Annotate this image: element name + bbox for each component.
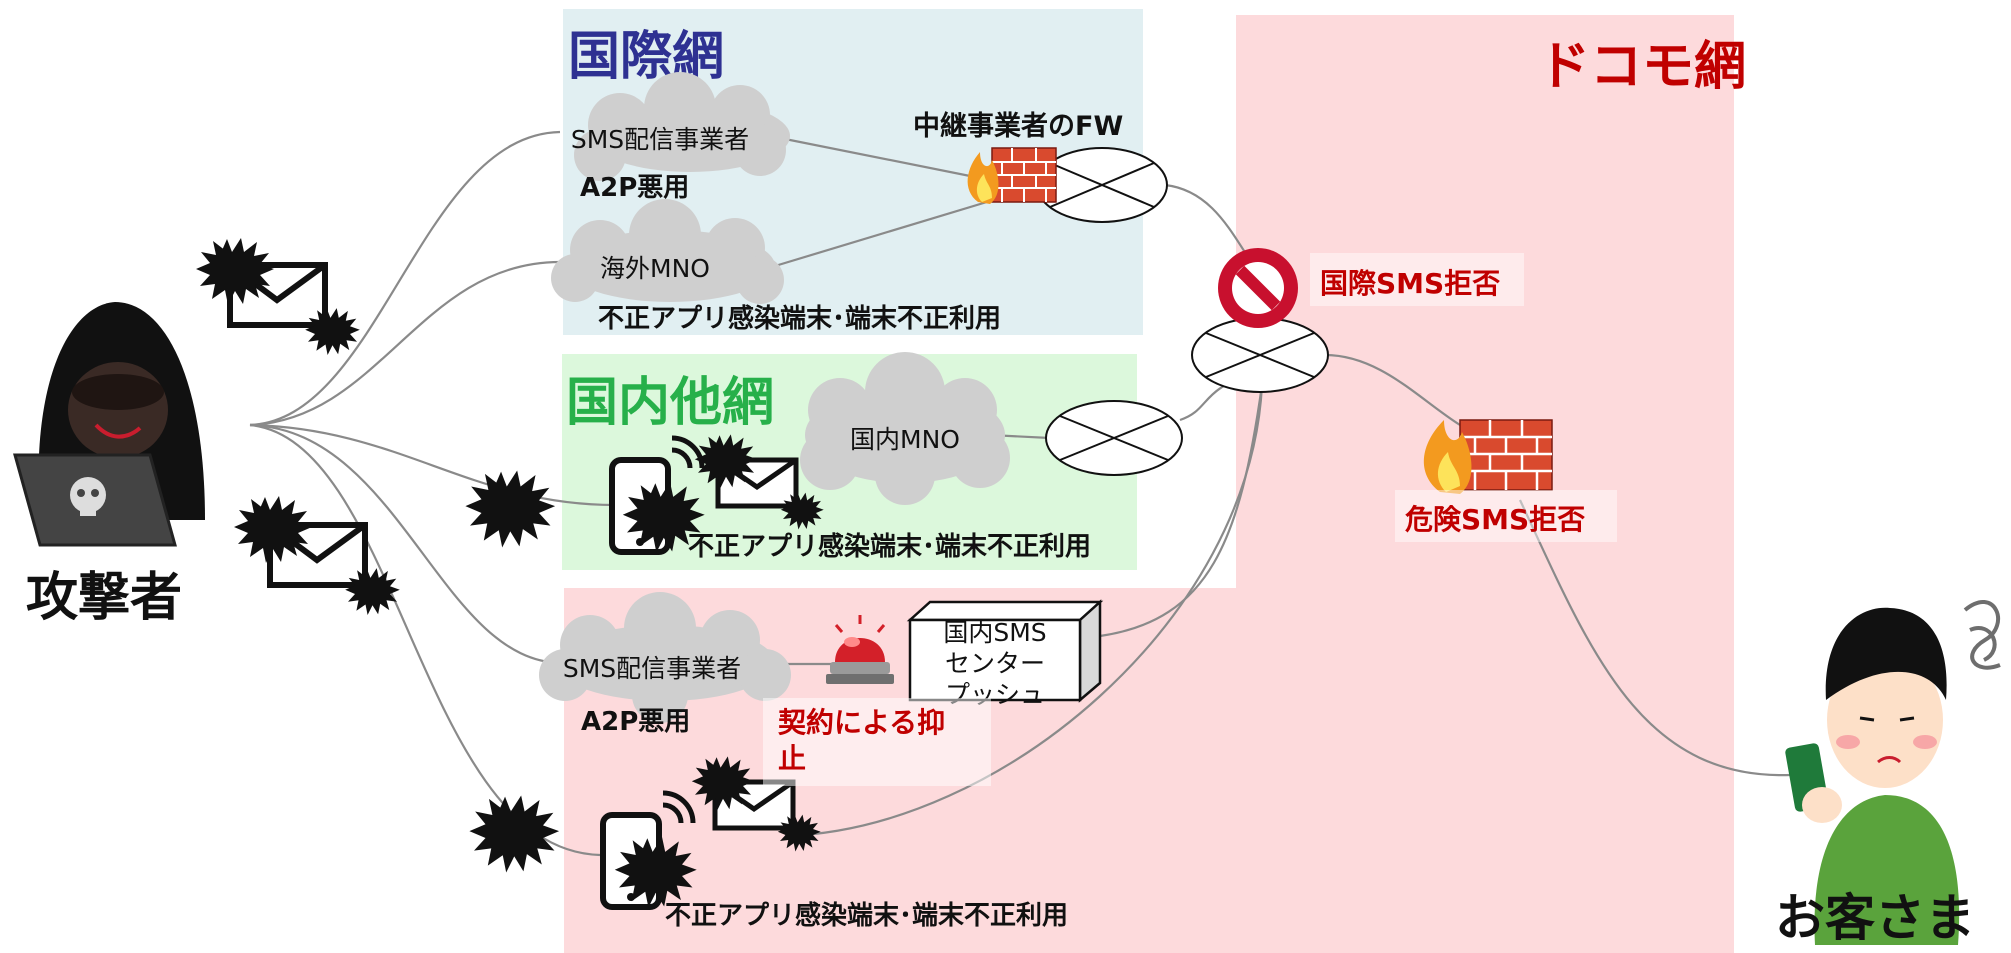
cloud-label-sms-vendor-dom: SMS配信事業者 — [562, 654, 742, 683]
firewall-fire-icon-relay — [967, 147, 1057, 204]
network-paths — [735, 133, 1791, 838]
caption-infected-2: 不正アプリ感染端末･端末不正利用 — [688, 532, 1092, 562]
malicious-mail-icon-3 — [694, 434, 824, 530]
cloud-overseas-mno — [551, 199, 784, 304]
callout-contract-suppress: 契約による抑止 — [778, 706, 946, 775]
callout-intl-sms-reject-bg — [1310, 253, 1524, 306]
firewall-fire-icon-docomo — [1423, 419, 1553, 494]
caption-a2p-abuse-2: A2P悪用 — [581, 707, 691, 737]
cloud-sms-vendor-intl — [574, 72, 790, 181]
caption-a2p-abuse-1: A2P悪用 — [580, 173, 690, 203]
actor-customer-label: お客さま — [1775, 889, 1975, 947]
cloud-label-domestic-mno: 国内MNO — [850, 425, 960, 454]
cloud-sms-vendor-dom — [539, 592, 791, 723]
malicious-mail-icon-2 — [234, 496, 400, 615]
actor-attacker-label: 攻撃者 — [26, 568, 183, 628]
smartphone-infected-icon-2 — [600, 790, 697, 910]
attack-paths — [249, 130, 616, 857]
sms-center-line2: センター — [944, 649, 1045, 678]
exchange-nodes — [1036, 147, 1329, 476]
clouds — [539, 72, 1010, 723]
cloud-domestic-mno — [800, 352, 1010, 505]
callout-intl-sms-reject: 国際SMS拒否 — [1320, 267, 1501, 300]
alarm-siren-icon — [826, 615, 894, 684]
zone-title-domestic-other: 国内他網 — [566, 373, 775, 433]
malicious-mail-icon-4 — [691, 756, 821, 852]
caption-infected-1: 不正アプリ感染端末･端末不正利用 — [598, 304, 1002, 334]
virus-icon-2 — [469, 795, 560, 873]
cloud-label-overseas-mno: 海外MNO — [600, 254, 710, 283]
sms-center-box — [906, 599, 1104, 703]
callout-contract-suppress-bg — [763, 698, 991, 786]
no-entry-icon — [1218, 248, 1298, 328]
zone-title-docomo: ドコモ網 — [1538, 37, 1747, 97]
caption-infected-3: 不正アプリ感染端末･端末不正利用 — [665, 901, 1069, 931]
cloud-label-sms-vendor-intl: SMS配信事業者 — [570, 125, 750, 154]
callout-danger-sms-reject: 危険SMS拒否 — [1405, 503, 1586, 536]
sms-center-line1: 国内SMS — [943, 618, 1047, 647]
smartphone-infected-icon-1 — [609, 435, 705, 555]
caption-relay-fw: 中継事業者のFW — [913, 111, 1124, 142]
confused-customer-icon — [1785, 600, 2001, 945]
exchange-node-icon-1 — [1036, 147, 1168, 223]
exchange-node-icon-2 — [1191, 317, 1329, 393]
malicious-mail-icon-1 — [196, 238, 360, 355]
exchange-node-icon-3 — [1045, 400, 1183, 476]
laptop-skull-icon — [13, 453, 177, 547]
sms-center-label: 国内SMS センター プッシュ — [910, 617, 1080, 710]
callout-danger-sms-reject-bg — [1395, 490, 1617, 542]
